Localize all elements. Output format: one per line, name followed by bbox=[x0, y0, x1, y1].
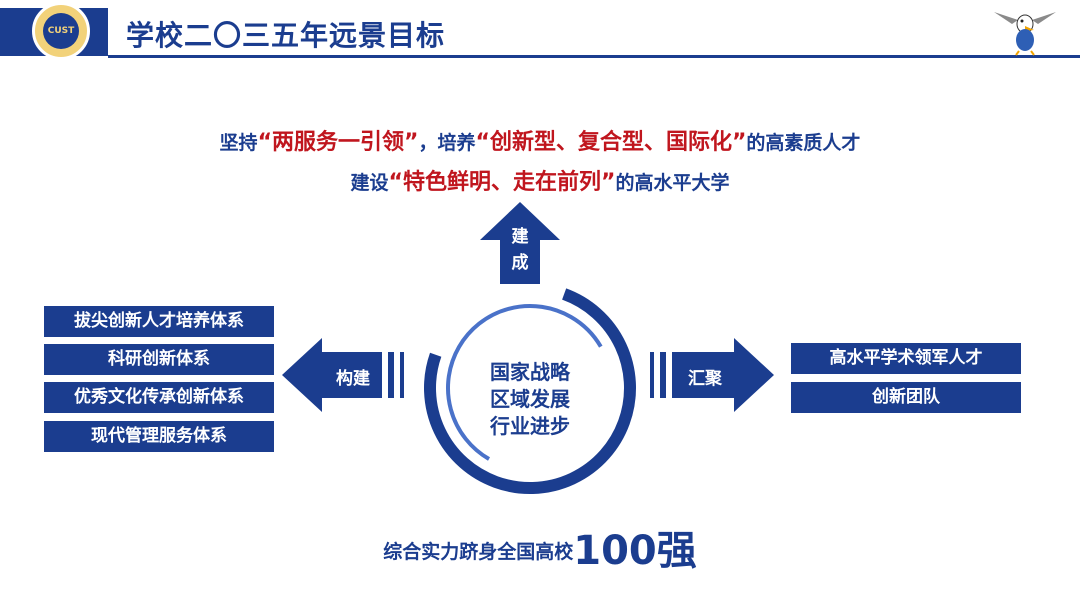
left-box-4: 现代管理服务体系 bbox=[44, 421, 274, 452]
left-arrow-label: 构建 bbox=[336, 369, 370, 389]
center-ring-graphic bbox=[424, 282, 636, 494]
slogan-2-highlight-1: “特色鲜明、走在前列” bbox=[388, 170, 616, 195]
right-arrow-label: 汇聚 bbox=[688, 369, 722, 389]
right-arrow-shape bbox=[650, 338, 774, 412]
left-box-3: 优秀文化传承创新体系 bbox=[44, 382, 274, 413]
bottom-goal: 综合实力跻身全国高校100强 bbox=[0, 518, 1080, 576]
header-divider bbox=[108, 55, 1080, 58]
up-arrow-shape bbox=[480, 202, 560, 284]
left-box-2: 科研创新体系 bbox=[44, 344, 274, 375]
up-arrow-label-1: 建 bbox=[511, 227, 529, 247]
center-text-2: 区域发展 bbox=[490, 387, 570, 411]
left-box-1: 拔尖创新人才培养体系 bbox=[44, 306, 274, 337]
slogan-1-part-1: 坚持 bbox=[219, 132, 258, 154]
slogan-line-1: 坚持“两服务一引领”，培养“创新型、复合型、国际化”的高素质人才 bbox=[0, 124, 1080, 156]
left-arrow-shape bbox=[282, 338, 404, 412]
logo-emblem: CUST bbox=[43, 13, 79, 49]
university-logo: CUST bbox=[32, 2, 90, 60]
page-title: 学校二〇三五年远景目标 bbox=[126, 19, 446, 52]
slogan-2-part-2: 的高水平大学 bbox=[615, 172, 730, 194]
center-text-3: 行业进步 bbox=[490, 414, 570, 438]
slogan-2-part-1: 建设 bbox=[350, 172, 389, 194]
slogan-1-part-2: ，培养 bbox=[418, 132, 476, 154]
up-arrow-label-2: 成 bbox=[511, 253, 529, 273]
mascot-icon bbox=[994, 12, 1056, 56]
right-box-2: 创新团队 bbox=[791, 382, 1021, 413]
slogan-1-highlight-1: “两服务一引领” bbox=[257, 130, 419, 155]
center-text-1: 国家战略 bbox=[490, 360, 570, 384]
right-box-1: 高水平学术领军人才 bbox=[791, 343, 1021, 374]
slogan-1-highlight-2: “创新型、复合型、国际化” bbox=[475, 130, 747, 155]
slogan-1-part-3: 的高素质人才 bbox=[746, 132, 861, 154]
bottom-goal-highlight: 100强 bbox=[573, 528, 697, 574]
header-bar bbox=[0, 8, 1080, 56]
bottom-goal-text: 综合实力跻身全国高校 bbox=[383, 541, 574, 563]
slogan-line-2: 建设“特色鲜明、走在前列”的高水平大学 bbox=[0, 164, 1080, 196]
